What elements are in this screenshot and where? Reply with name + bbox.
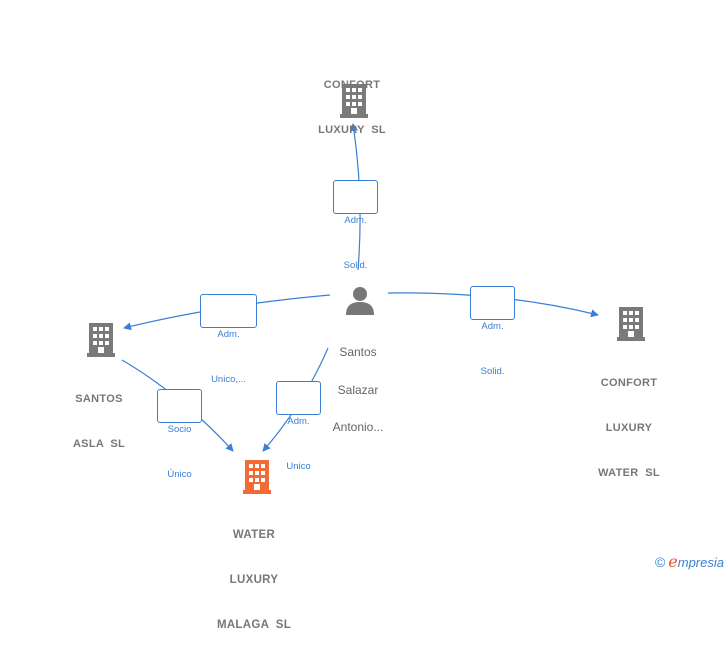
person-label-line: Santos (339, 345, 377, 359)
person-label-line: Salazar (337, 382, 379, 397)
building-highlight-icon[interactable] (243, 460, 271, 494)
node-label-line: WATER (232, 529, 276, 541)
node-label-confort-luxury[interactable]: CONFORT LUXURY SL (302, 48, 402, 153)
node-label-line: ASLA SL (72, 438, 126, 450)
edge-label-line: Adm. (344, 215, 367, 226)
edge-label-santos-asla[interactable]: Adm. Unico,... (200, 294, 257, 385)
edge-label-line: Unico (286, 461, 311, 472)
node-label-confort-water[interactable]: CONFORT LUXURY WATER SL (579, 346, 679, 496)
node-label-line: LUXURY SL (318, 124, 386, 136)
building-icon[interactable] (87, 323, 115, 357)
edge-label-line: Solid. (343, 260, 368, 271)
edge-label-line: Único (167, 469, 192, 480)
edge-label-line: Adm. (217, 329, 240, 340)
person-icon[interactable] (346, 287, 374, 315)
copyright-icon: © (654, 554, 666, 570)
edge-label-water-malaga[interactable]: Adm. Unico (276, 381, 321, 472)
edge-label-asla-malaga[interactable]: Socio Único (157, 389, 202, 480)
brand-name-first: e (668, 552, 678, 571)
node-label-santos-asla[interactable]: SANTOS ASLA SL (49, 362, 149, 467)
node-label-line: LUXURY (229, 574, 279, 586)
node-label-line: MALAGA SL (216, 619, 292, 631)
building-icon[interactable] (617, 307, 645, 341)
edge-label-line: Adm. (287, 416, 310, 427)
person-label-line: Antonio... (332, 420, 384, 434)
building-icon[interactable] (340, 84, 368, 118)
node-label-line: LUXURY (605, 422, 653, 434)
person-label[interactable]: Santos Salazar Antonio... (318, 321, 398, 446)
node-label-water-malaga[interactable]: WATER LUXURY MALAGA SL (204, 498, 304, 648)
node-label-line: CONFORT (323, 79, 381, 91)
node-label-line: CONFORT (600, 377, 658, 389)
edge-label-line: Unico,... (211, 374, 246, 385)
relationship-graph (87, 84, 645, 494)
brand-logo: ©empresia (655, 552, 724, 571)
edge-label-confort-luxury[interactable]: Adm. Solid. (333, 180, 378, 271)
brand-name-rest: mpresia (677, 555, 724, 570)
node-label-line: WATER SL (598, 467, 660, 479)
edge-label-confort-water[interactable]: Adm. Solid. (470, 286, 515, 377)
node-label-line: SANTOS (75, 393, 123, 405)
edge-label-line: Socio (167, 424, 192, 435)
edge-label-line: Solid. (480, 366, 505, 377)
edge-label-line: Adm. (481, 321, 504, 332)
